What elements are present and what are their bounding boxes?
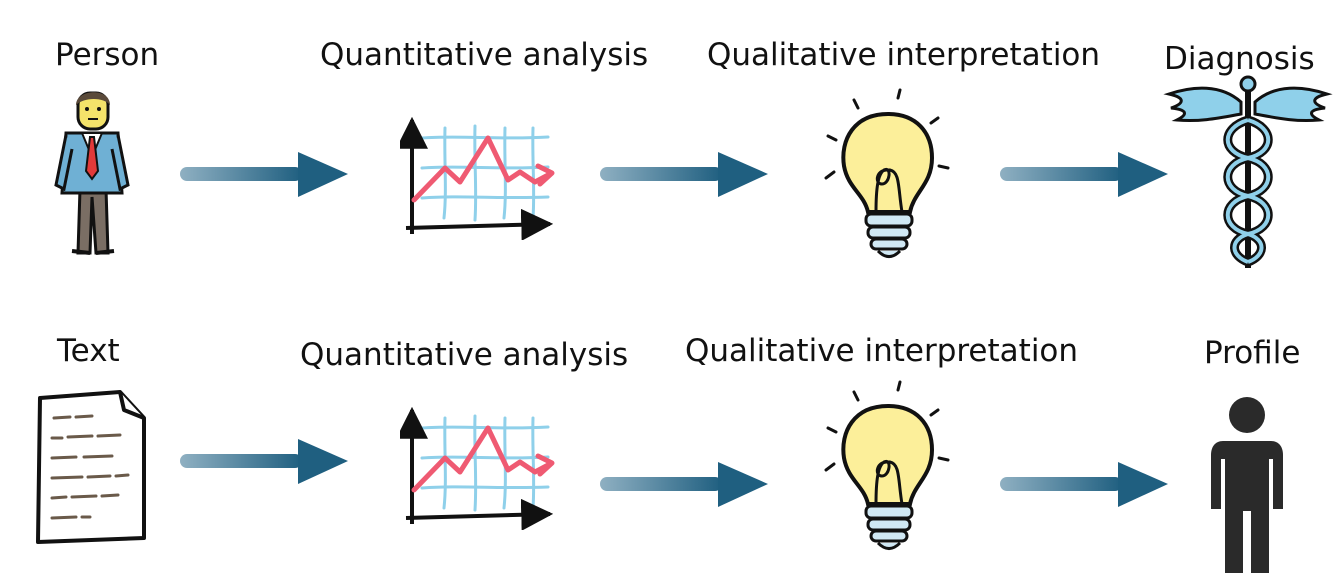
arrow-right-icon (180, 437, 350, 487)
line-chart-icon (400, 400, 570, 530)
step-label-person: Person (55, 37, 160, 73)
arrow-right-icon (1000, 460, 1170, 510)
person-silhouette-icon (1207, 393, 1287, 573)
step-label-qualitative-interpretation: Qualitative interpretation (685, 333, 1079, 369)
caduceus-icon (1163, 72, 1333, 272)
arrow-right-icon (1000, 150, 1170, 200)
lightbulb-icon (818, 88, 958, 263)
businessman-icon (52, 85, 132, 260)
arrow-right-icon (600, 150, 770, 200)
line-chart-icon (400, 110, 570, 240)
arrow-right-icon (180, 150, 350, 200)
document-icon (32, 388, 152, 548)
step-label-qualitative-interpretation: Qualitative interpretation (707, 37, 1101, 73)
lightbulb-icon (818, 380, 958, 555)
step-label-text: Text (57, 333, 120, 369)
step-label-profile: Profile (1204, 335, 1301, 371)
step-label-quantitative-analysis: Quantitative analysis (320, 37, 649, 73)
step-label-diagnosis: Diagnosis (1164, 41, 1315, 77)
step-label-quantitative-analysis: Quantitative analysis (300, 337, 629, 373)
arrow-right-icon (600, 460, 770, 510)
